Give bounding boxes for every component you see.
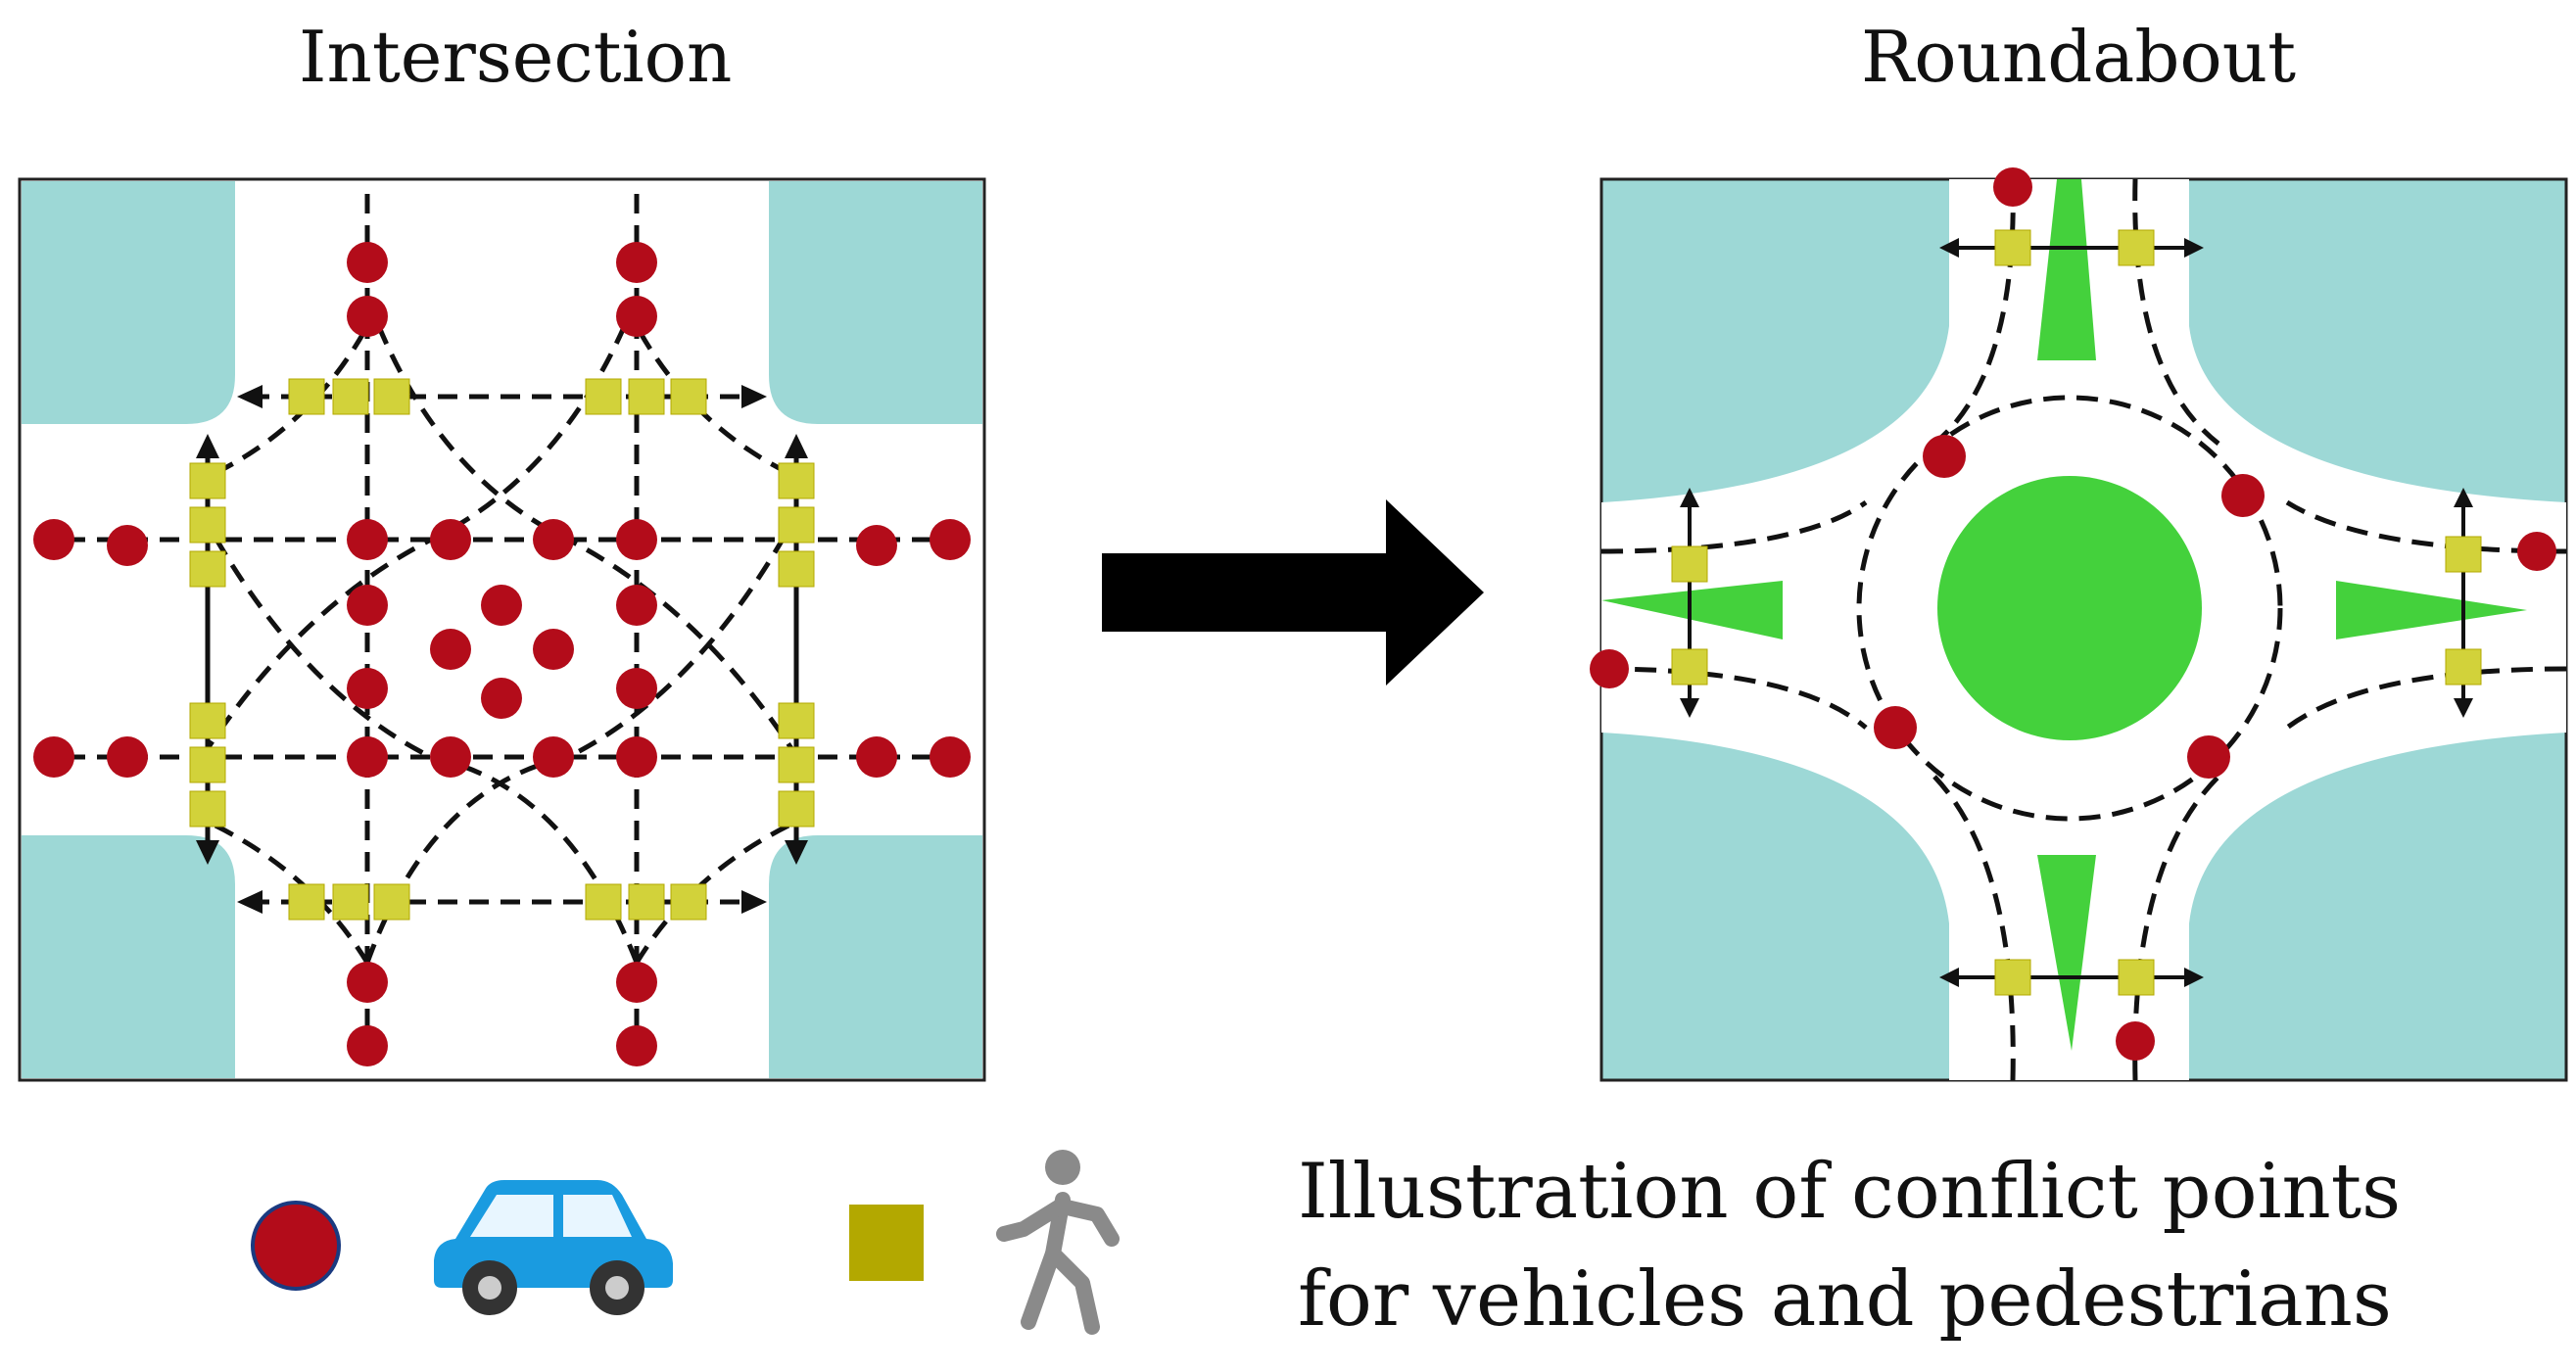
roundabout-diagram (1590, 167, 2568, 1082)
caption-line-1: Illustration of conflict points (1298, 1148, 2402, 1236)
pedestrian-icon (996, 1150, 1120, 1335)
pedestrian-conflict-symbol (849, 1205, 924, 1281)
intersection-title: Intersection (299, 16, 733, 98)
transition-arrow (1102, 499, 1484, 686)
intersection-diagram (18, 177, 986, 1082)
vehicle-conflict-symbol (251, 1201, 341, 1291)
caption-line-2: for vehicles and pedestrians (1298, 1255, 2392, 1344)
roundabout-title: Roundabout (1861, 16, 2297, 98)
car-icon (434, 1180, 673, 1315)
